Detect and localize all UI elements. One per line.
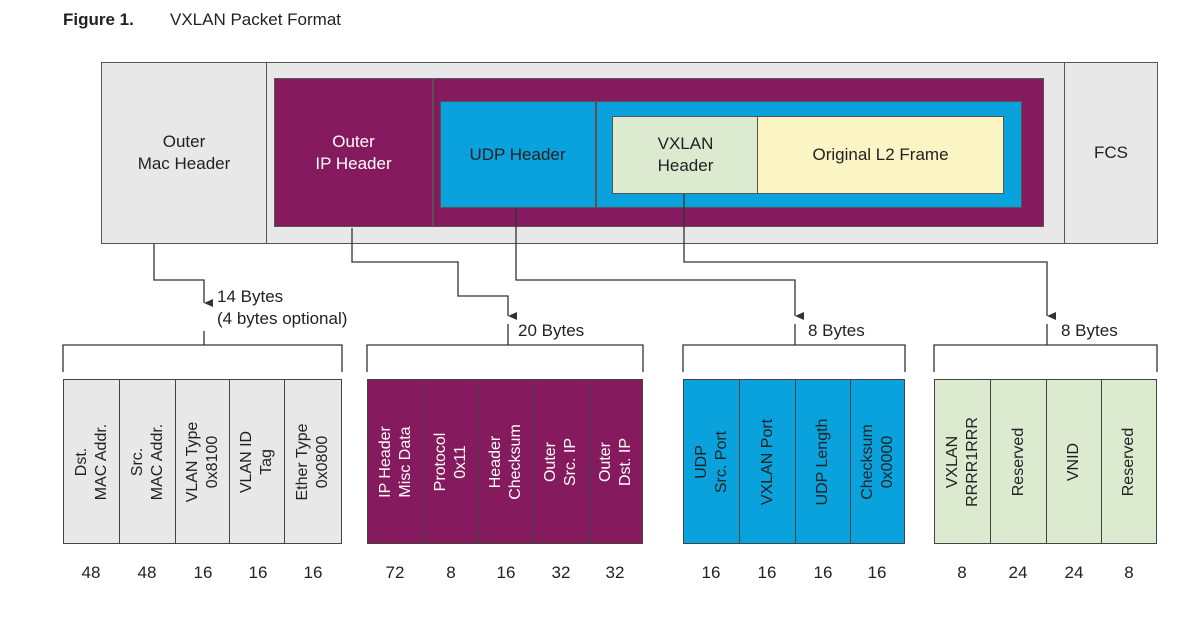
- field-vxlan-flags: VXLAN RRRR1RRR: [934, 379, 991, 544]
- field-vlan-type: VLAN Type 0x8100: [175, 379, 230, 544]
- original-l2-frame: Original L2 Frame: [757, 116, 1004, 194]
- bits-outer-dst-ip: 32: [605, 563, 625, 582]
- outer-ip-header: Outer IP Header: [275, 79, 432, 226]
- field-protocol-label: Protocol 0x11: [432, 432, 469, 491]
- bracket-1: [62, 344, 343, 372]
- bits-protocol: 8: [446, 563, 456, 582]
- vxlan-header-label: VXLAN Header: [657, 134, 714, 175]
- fcs-box: FCS: [1064, 62, 1158, 244]
- bracket-2: [366, 344, 644, 372]
- bits-vlan-type: 16: [193, 563, 213, 582]
- bracket-3: [682, 344, 906, 372]
- outer-mac-header-label: Outer Mac Header: [137, 132, 231, 173]
- field-vlan-id: VLAN ID Tag: [229, 379, 285, 544]
- field-vlan-type-label: VLAN Type 0x8100: [183, 421, 221, 502]
- bits-header-checksum: 16: [496, 563, 516, 582]
- field-vnid-label: VNID: [1065, 442, 1082, 481]
- field-header-checksum: Header Checksum: [478, 379, 534, 544]
- field-src-mac: Src. MAC Addr.: [119, 379, 176, 544]
- field-dst-mac-label: Dst. MAC Addr.: [72, 423, 110, 500]
- figure-number: Figure 1.: [63, 10, 134, 29]
- field-reserved-1: Reserved: [990, 379, 1047, 544]
- figure-caption: Figure 1. VXLAN Packet Format: [63, 10, 341, 30]
- bits-vnid: 24: [1064, 563, 1084, 582]
- bits-udp-checksum: 16: [867, 563, 887, 582]
- bits-udp-src-port: 16: [701, 563, 721, 582]
- bytes-label-1: 14 Bytes (4 bytes optional): [217, 287, 348, 328]
- bits-vlan-id: 16: [248, 563, 268, 582]
- field-reserved-2: Reserved: [1101, 379, 1157, 544]
- field-vxlan-port-label: VXLAN Port: [758, 418, 776, 505]
- field-ip-misc: IP Header Misc Data: [367, 379, 424, 544]
- field-outer-dst-ip: Outer Dst. IP: [588, 379, 643, 544]
- field-udp-src-port-label: UDP Src. Port: [692, 430, 730, 493]
- field-ether-type-label: Ether Type 0x0800: [294, 422, 331, 501]
- bits-outer-src-ip: 32: [551, 563, 571, 582]
- bits-udp-length: 16: [813, 563, 833, 582]
- field-vxlan-flags-label: VXLAN RRRR1RRR: [943, 416, 981, 507]
- udp-header-label: UDP Header: [469, 144, 566, 164]
- figure-title: VXLAN Packet Format: [170, 10, 342, 29]
- fcs-label: FCS: [1094, 143, 1128, 162]
- bits-dst-mac: 48: [81, 563, 101, 582]
- vxlan-header: VXLAN Header: [612, 116, 759, 194]
- field-reserved-1-label: Reserved: [1009, 427, 1027, 496]
- field-header-checksum-label: Header Checksum: [487, 423, 524, 500]
- vxlan-connector: [683, 194, 1056, 320]
- field-dst-mac: Dst. MAC Addr.: [63, 379, 120, 544]
- bits-vxlan-flags: 8: [957, 563, 967, 582]
- bits-vxlan-port: 16: [757, 563, 777, 582]
- field-vnid: VNID: [1046, 379, 1102, 544]
- udp-divider: [595, 102, 597, 207]
- field-ip-misc-label: IP Header Misc Data: [376, 425, 414, 498]
- field-outer-src-ip: Outer Src. IP: [533, 379, 589, 544]
- outer-mac-header: Outer Mac Header: [101, 62, 267, 244]
- udp-header: UDP Header: [441, 102, 594, 207]
- field-udp-checksum: Checksum 0x0000: [850, 379, 905, 544]
- field-ether-type: Ether Type 0x0800: [284, 379, 342, 544]
- field-protocol: Protocol 0x11: [423, 379, 479, 544]
- original-l2-frame-label: Original L2 Frame: [812, 145, 949, 164]
- field-udp-length: UDP Length: [795, 379, 851, 544]
- bits-reserved-1: 24: [1008, 563, 1028, 582]
- outer-ip-header-label: Outer IP Header: [315, 131, 392, 173]
- bits-ip-misc: 72: [385, 563, 405, 582]
- bits-src-mac: 48: [137, 563, 157, 582]
- bits-reserved-2: 8: [1124, 563, 1134, 582]
- outer-ip-connector: [351, 228, 517, 320]
- bytes-label-3: 8 Bytes: [808, 321, 865, 340]
- field-udp-length-label: UDP Length: [814, 418, 831, 505]
- bytes-label-2: 20 Bytes: [518, 321, 585, 340]
- field-outer-dst-ip-label: Outer Dst. IP: [596, 437, 634, 486]
- ip-divider: [432, 79, 434, 226]
- field-vlan-id-label: VLAN ID Tag: [238, 430, 275, 493]
- outer-mac-connector: [153, 244, 213, 307]
- field-outer-src-ip-label: Outer Src. IP: [542, 437, 579, 486]
- bracket-4: [933, 344, 1158, 372]
- field-vxlan-port: VXLAN Port: [739, 379, 796, 544]
- field-udp-src-port: UDP Src. Port: [683, 379, 740, 544]
- bytes-label-4: 8 Bytes: [1061, 321, 1118, 340]
- udp-connector: [515, 208, 804, 320]
- bits-ether-type: 16: [303, 563, 323, 582]
- field-src-mac-label: Src. MAC Addr.: [128, 423, 166, 500]
- field-reserved-2-label: Reserved: [1120, 427, 1137, 496]
- field-udp-checksum-label: Checksum 0x0000: [858, 423, 896, 500]
